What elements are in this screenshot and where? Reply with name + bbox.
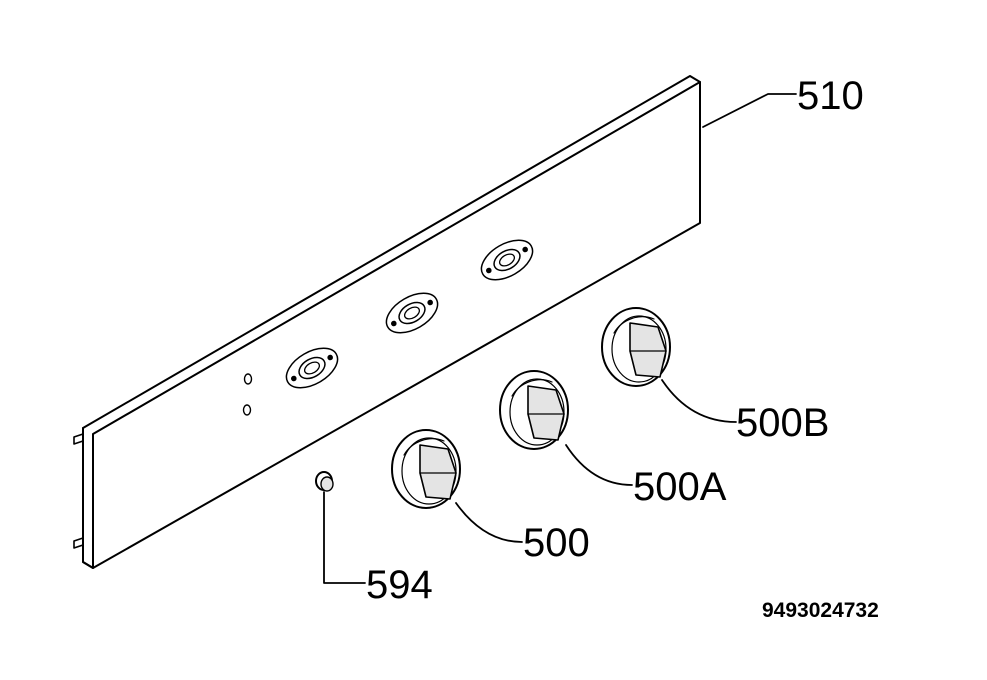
callout-label-knob-left: 500 (523, 521, 590, 565)
control-knob (391, 429, 461, 509)
control-knob (601, 307, 671, 387)
control-knob (499, 370, 569, 450)
document-number: 9493024732 (762, 599, 879, 622)
leader-line-500b (661, 379, 737, 423)
leader-line-500a (565, 444, 633, 486)
indicator-hole (242, 404, 252, 416)
control-panel (73, 75, 701, 569)
indicator-hole (243, 373, 253, 385)
leader-line-594 (323, 491, 366, 584)
indicator-lens (315, 471, 334, 492)
leader-line-500 (455, 502, 523, 543)
callout-label-indicator: 594 (366, 563, 433, 607)
knob-hole (385, 292, 439, 334)
knob-hole (480, 239, 534, 281)
callout-label-knob-middle: 500A (633, 465, 727, 509)
callout-label-knob-right: 500B (736, 401, 830, 445)
callout-label-panel: 510 (797, 74, 864, 118)
knob-hole (285, 347, 339, 389)
leader-line-510 (702, 93, 797, 128)
